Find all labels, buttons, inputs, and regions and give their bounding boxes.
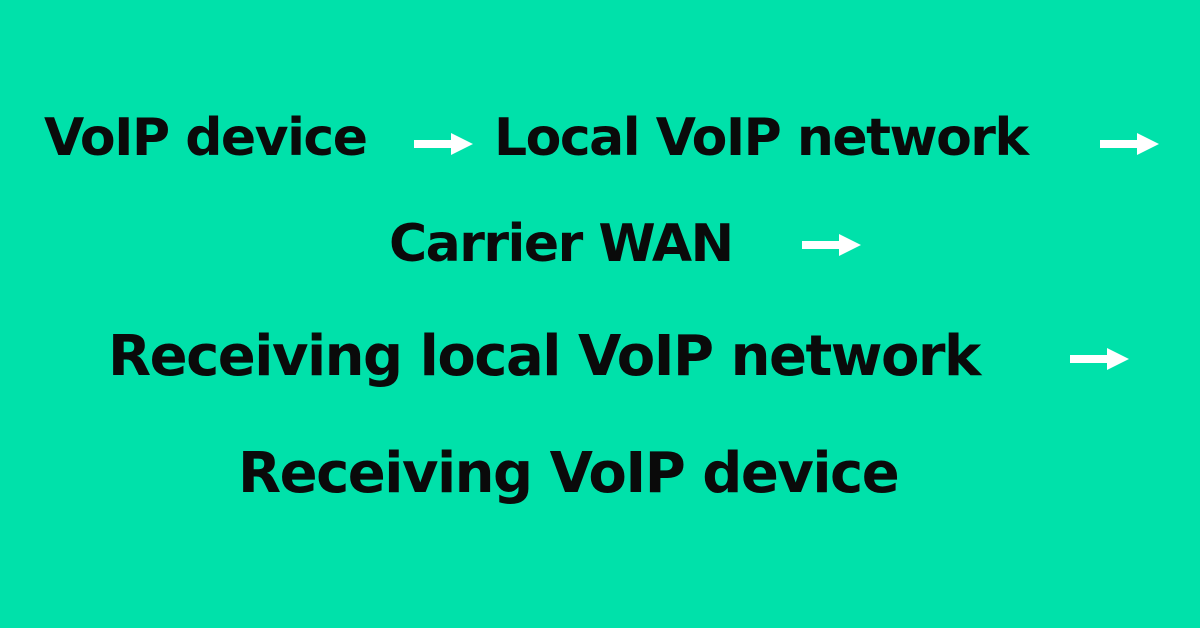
right-arrow-icon — [802, 234, 861, 256]
right-arrow-icon — [1070, 348, 1129, 370]
right-arrow-icon — [414, 133, 473, 155]
step-receiving-local-voip-network: Receiving local VoIP network — [108, 324, 981, 389]
step-receiving-voip-device: Receiving VoIP device — [238, 441, 900, 506]
step-voip-device: VoIP device — [44, 108, 368, 168]
step-local-voip-network: Local VoIP network — [494, 108, 1029, 168]
right-arrow-icon — [1100, 133, 1159, 155]
step-carrier-wan: Carrier WAN — [389, 214, 734, 274]
